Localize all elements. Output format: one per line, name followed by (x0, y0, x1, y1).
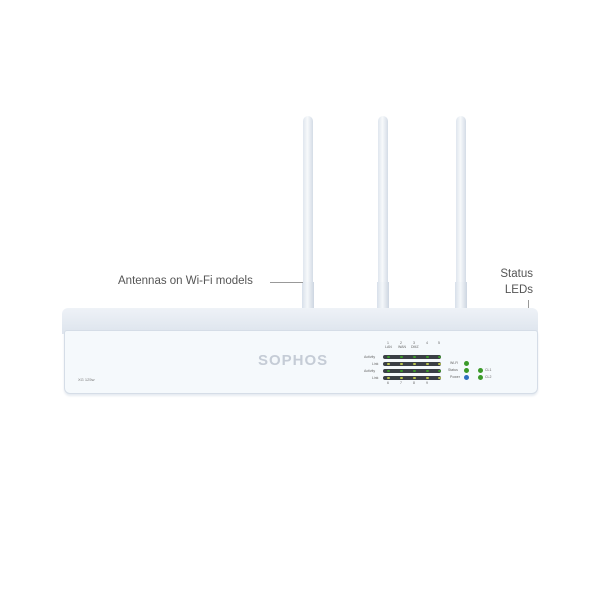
port-number: 5 (438, 341, 440, 345)
cl-led (478, 368, 483, 373)
port-number: 3 (413, 341, 415, 345)
port-led (400, 370, 403, 372)
antenna-left (302, 116, 314, 312)
cl-led (478, 375, 483, 380)
status-led (464, 361, 469, 366)
status-leds-callout-label: Status LEDs (500, 266, 533, 298)
port-led (438, 377, 441, 379)
port-led (400, 363, 403, 365)
port-led (413, 356, 416, 358)
status-callout-line2: LEDs (504, 284, 533, 296)
cl-led-label: CL2 (485, 375, 492, 379)
port-led (387, 370, 390, 372)
antennas-callout-label: Antennas on Wi-Fi models (118, 275, 253, 287)
cl-led-label: CL1 (485, 368, 492, 372)
port-led (426, 370, 429, 372)
port-number: 8 (413, 381, 415, 385)
port-number: 2 (400, 341, 402, 345)
port-led (387, 356, 390, 358)
antennas-callout-line (270, 282, 303, 283)
antenna-right (455, 116, 467, 312)
row-label: Activity (364, 355, 376, 359)
port-number: 6 (387, 381, 389, 385)
status-led-label: Status (448, 368, 458, 372)
model-label: XG 125w (78, 377, 95, 382)
status-led (464, 375, 469, 380)
port-led (438, 370, 441, 372)
port-number: 9 (426, 381, 428, 385)
port-number: 7 (400, 381, 402, 385)
port-led (438, 356, 441, 358)
status-led (464, 368, 469, 373)
port-led-bar (383, 355, 441, 359)
port-led-bar (383, 362, 441, 366)
status-led-label: Power (450, 375, 460, 379)
port-led (413, 377, 416, 379)
antenna-middle (377, 116, 389, 312)
port-name: LAN (385, 345, 392, 349)
port-led (400, 377, 403, 379)
status-led-label: Wi-Fi (450, 361, 459, 365)
port-led-bar (383, 369, 441, 373)
port-led (387, 363, 390, 365)
port-number: 4 (426, 341, 428, 345)
port-led-bar (383, 376, 441, 380)
brand-logo: SOPHOS (258, 352, 329, 369)
port-led (426, 377, 429, 379)
port-led (426, 363, 429, 365)
port-name: WAN (398, 345, 407, 349)
status-callout-line1: Status (500, 268, 533, 280)
port-number: 1 (387, 341, 389, 345)
row-label: Link (372, 376, 379, 380)
port-led (387, 377, 390, 379)
port-led (426, 356, 429, 358)
port-name: DMZ (411, 345, 419, 349)
port-led (400, 356, 403, 358)
port-led (438, 363, 441, 365)
port-led (413, 363, 416, 365)
port-led (413, 370, 416, 372)
row-label: Link (372, 362, 379, 366)
row-label: Activity (364, 369, 376, 373)
device-front-panel (64, 330, 538, 394)
device-top (62, 308, 538, 334)
